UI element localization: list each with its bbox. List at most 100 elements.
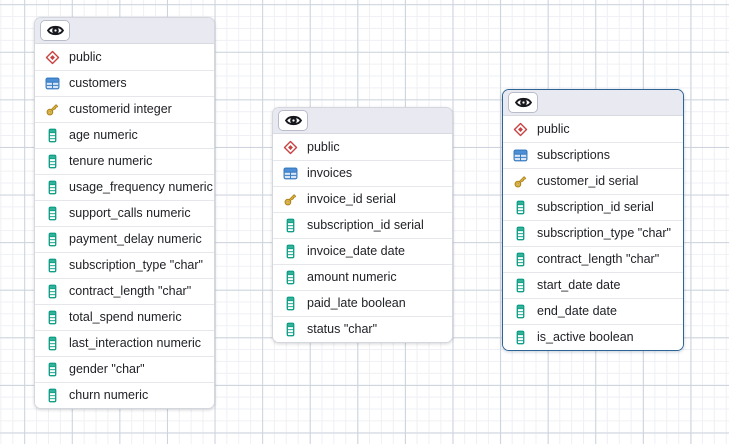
column-icon [45,310,60,325]
column-row: customer_id serial [503,168,683,194]
column-icon [513,252,528,267]
column-icon [513,330,528,345]
column-row: support_calls numeric [35,200,214,226]
column-icon [45,180,60,195]
schema-label: public [307,139,340,154]
column-label: paid_late boolean [307,296,406,311]
column-icon [283,218,298,233]
table-name-row: subscriptions [503,142,683,168]
column-icon [513,200,528,215]
column-label: subscription_type "char" [537,226,671,241]
column-row: invoice_date date [273,238,452,264]
schema-row: public [35,44,214,70]
column-row: age numeric [35,122,214,148]
eye-icon [515,96,532,109]
column-label: last_interaction numeric [69,336,202,351]
column-icon [283,270,298,285]
column-row: total_spend numeric [35,304,214,330]
primary-key-icon [513,174,528,189]
column-label: status "char" [307,322,378,337]
column-label: contract_length "char" [69,284,192,299]
column-icon [45,284,60,299]
column-icon [283,322,298,337]
table-icon [283,166,298,181]
table-name-label: invoices [307,166,353,181]
column-label: end_date date [537,304,617,319]
column-label: invoice_id serial [307,192,396,207]
table-node-subscriptions[interactable]: public subscriptions customer_id serial … [502,89,684,351]
column-icon [45,206,60,221]
column-label: subscription_id serial [537,200,654,215]
column-row: tenure numeric [35,148,214,174]
column-icon [45,388,60,403]
details-toggle-button[interactable] [40,20,70,41]
table-icon [45,76,60,91]
column-label: support_calls numeric [69,206,191,221]
column-row: subscription_id serial [503,194,683,220]
column-label: invoice_date date [307,244,405,259]
column-label: total_spend numeric [69,310,182,325]
column-icon [283,296,298,311]
table-header [35,18,214,44]
column-label: amount numeric [307,270,397,285]
column-row: contract_length "char" [503,246,683,272]
column-row: status "char" [273,316,452,342]
primary-key-icon [45,102,60,117]
column-row: subscription_type "char" [503,220,683,246]
column-label: age numeric [69,128,138,143]
table-icon [513,148,528,163]
column-icon [283,244,298,259]
column-icon [45,362,60,377]
column-row: amount numeric [273,264,452,290]
table-node-customers[interactable]: public customers customerid integer age … [34,17,215,409]
table-name-row: invoices [273,160,452,186]
table-name-label: customers [69,76,127,91]
schema-icon [45,50,60,65]
column-row: contract_length "char" [35,278,214,304]
column-label: usage_frequency numeric [69,180,213,195]
schema-icon [513,122,528,137]
column-row: churn numeric [35,382,214,408]
column-icon [45,232,60,247]
column-icon [513,278,528,293]
column-label: churn numeric [69,388,149,403]
column-label: customerid integer [69,102,172,117]
schema-row: public [273,134,452,160]
column-label: start_date date [537,278,621,293]
column-label: is_active boolean [537,330,634,345]
schema-icon [283,140,298,155]
column-row: last_interaction numeric [35,330,214,356]
table-header [273,108,452,134]
column-row: subscription_type "char" [35,252,214,278]
column-label: contract_length "char" [537,252,660,267]
column-label: payment_delay numeric [69,232,202,247]
table-node-invoices[interactable]: public invoices invoice_id serial subscr… [272,107,453,343]
column-row: customerid integer [35,96,214,122]
column-icon [45,258,60,273]
column-icon [513,304,528,319]
column-label: subscription_id serial [307,218,424,233]
column-icon [45,128,60,143]
table-header [503,90,683,116]
column-row: end_date date [503,298,683,324]
column-icon [45,154,60,169]
eye-icon [285,114,302,127]
schema-row: public [503,116,683,142]
column-row: invoice_id serial [273,186,452,212]
column-icon [513,226,528,241]
column-row: is_active boolean [503,324,683,350]
details-toggle-button[interactable] [508,92,538,113]
column-row: gender "char" [35,356,214,382]
eye-icon [47,24,64,37]
column-label: customer_id serial [537,174,639,189]
primary-key-icon [283,192,298,207]
column-label: tenure numeric [69,154,153,169]
column-label: gender "char" [69,362,145,377]
table-name-row: customers [35,70,214,96]
schema-label: public [69,49,102,64]
details-toggle-button[interactable] [278,110,308,131]
column-row: paid_late boolean [273,290,452,316]
column-label: subscription_type "char" [69,258,203,273]
table-name-label: subscriptions [537,148,610,163]
